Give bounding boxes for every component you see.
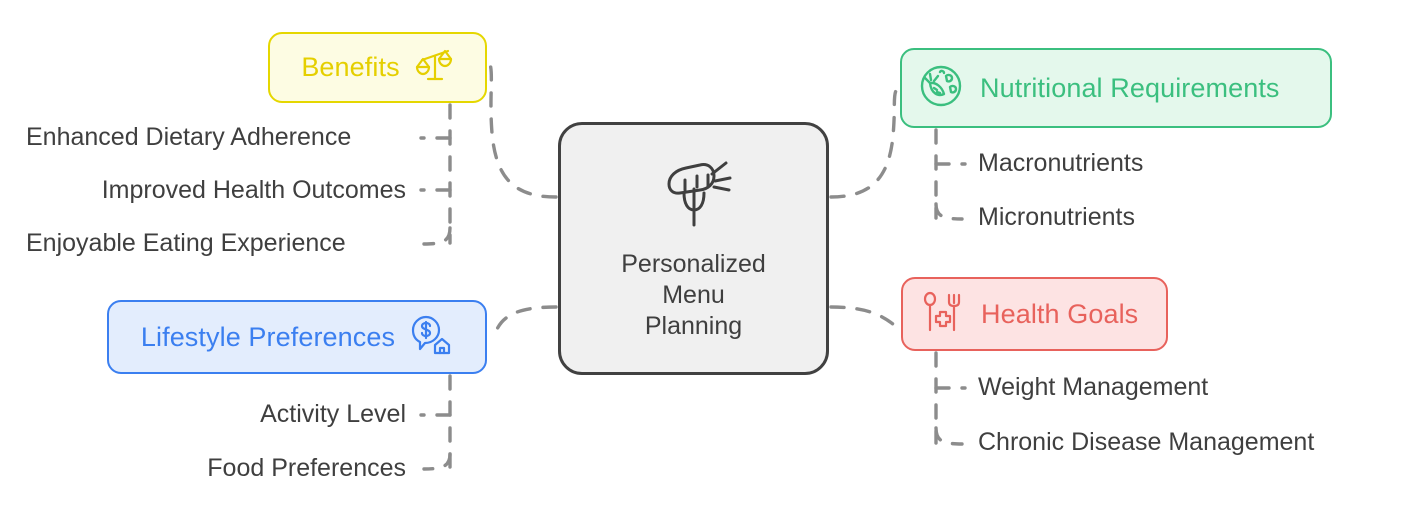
- leaf-nutrition-2: Micronutrients: [978, 203, 1135, 231]
- node-health-label: Health Goals: [981, 298, 1139, 329]
- node-nutrition-label: Nutritional Requirements: [980, 72, 1280, 103]
- edge-nutrition-leaf-2: [934, 202, 964, 221]
- leaf-benefits-2: Improved Health Outcomes: [101, 176, 406, 204]
- leaf-benefits-3: Enjoyable Eating Experience: [26, 229, 346, 257]
- spoon-cross-fork-icon: [921, 290, 965, 339]
- whisk-icon: [656, 156, 732, 235]
- edge-center-health: [829, 305, 901, 331]
- center-title-line-1: Personalized: [621, 249, 766, 278]
- money-bubble-house-icon: [409, 313, 453, 362]
- balance-scale-icon: [414, 45, 454, 90]
- leaf-benefits-1: Enhanced Dietary Adherence: [26, 123, 352, 151]
- edge-center-lifestyle: [492, 305, 558, 339]
- edge-center-benefits: [487, 60, 558, 199]
- leaf-lifestyle-2: Food Preferences: [207, 454, 406, 482]
- node-health[interactable]: Health Goals: [901, 277, 1168, 351]
- node-benefits[interactable]: Benefits: [268, 32, 487, 103]
- leaf-health-1: Weight Management: [978, 373, 1209, 401]
- center-title-line-2: Menu: [662, 280, 725, 309]
- leaf-health-2: Chronic Disease Management: [978, 428, 1315, 456]
- edge-health-leaf-2: [934, 426, 964, 446]
- leaf-lifestyle-1: Activity Level: [260, 400, 406, 428]
- center-title: Personalized Menu Planning: [621, 249, 766, 342]
- node-nutrition[interactable]: Nutritional Requirements: [900, 48, 1332, 128]
- edge-lifestyle-leaf-2: [422, 452, 452, 471]
- vegetables-circle-icon: [918, 63, 964, 114]
- leaf-nutrition-1: Macronutrients: [978, 149, 1144, 177]
- node-lifestyle[interactable]: Lifestyle Preferences: [107, 300, 487, 374]
- node-center[interactable]: Personalized Menu Planning: [558, 122, 829, 375]
- edge-center-nutrition: [829, 86, 900, 199]
- node-lifestyle-label: Lifestyle Preferences: [140, 321, 396, 352]
- node-benefits-label: Benefits: [301, 52, 400, 82]
- edge-benefits-leaf-3: [422, 226, 452, 246]
- center-title-line-3: Planning: [644, 311, 743, 340]
